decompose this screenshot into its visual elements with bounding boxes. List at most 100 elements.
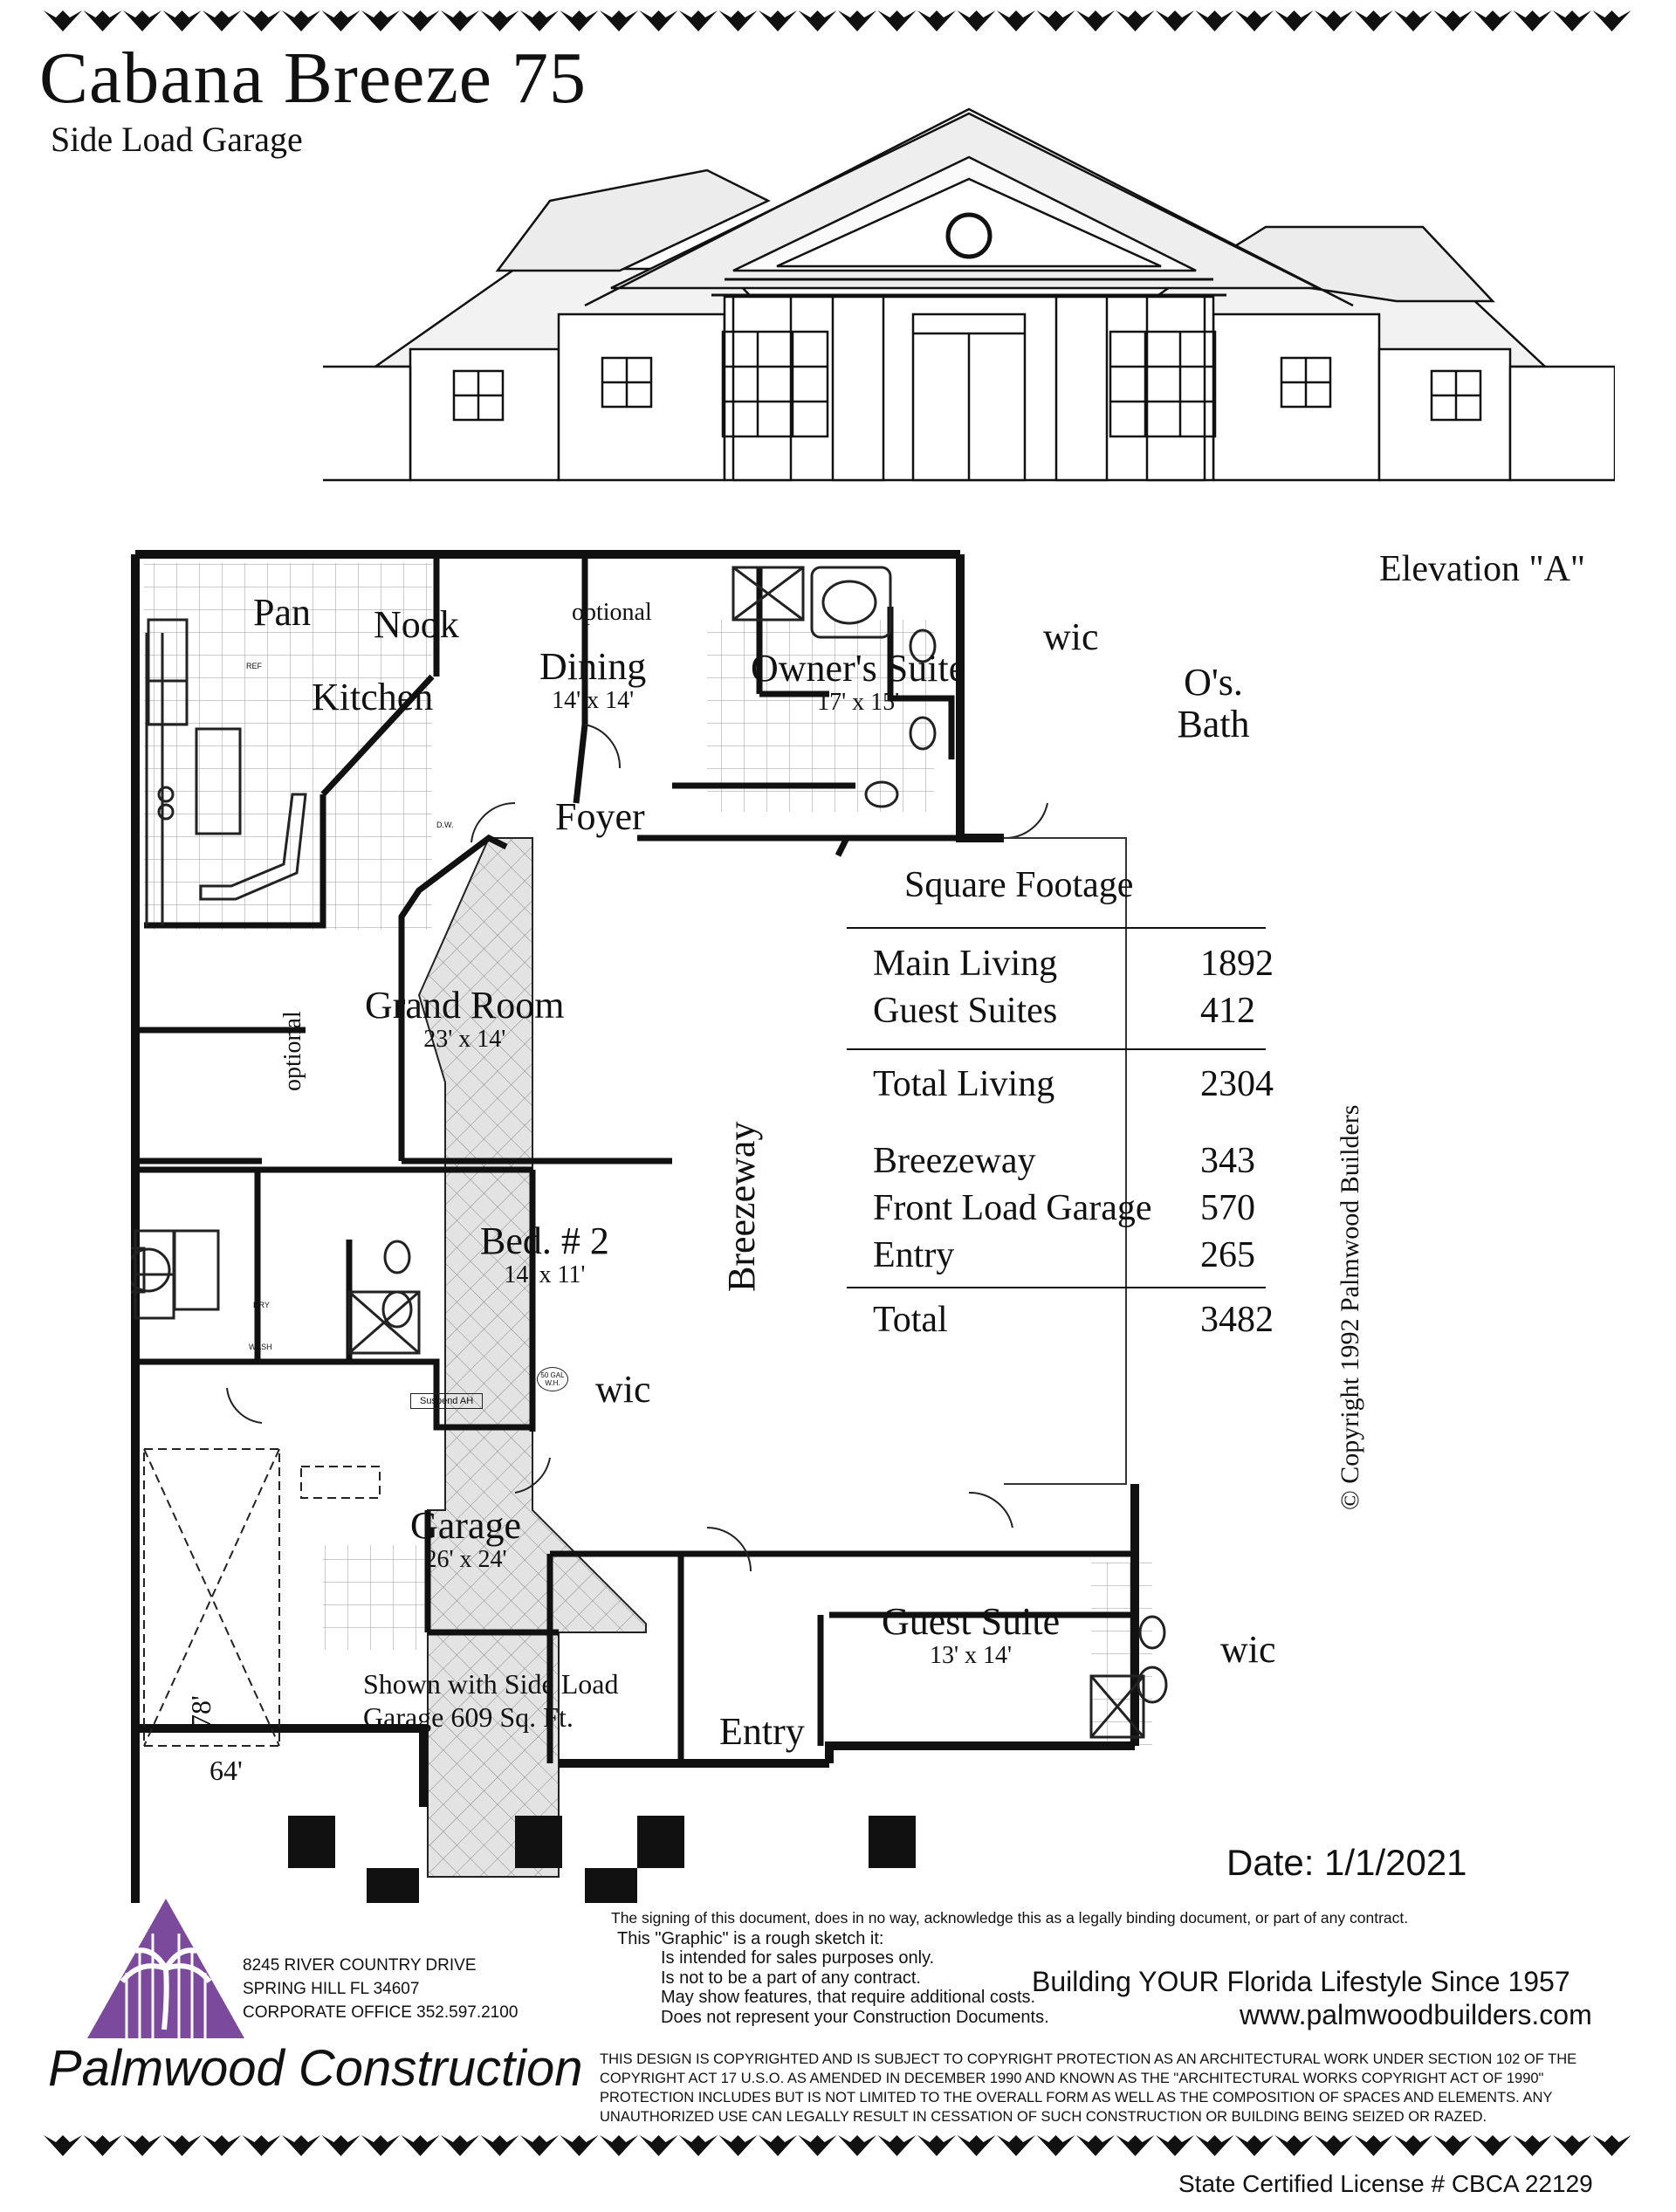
border-triangle [1116, 2135, 1155, 2156]
sketch-disclaimer-intro: This "Graphic" is a rough sketch it: [617, 1929, 884, 1948]
top-border-decoration [44, 10, 1631, 31]
room-dining-dims: 14' x 14' [552, 687, 635, 715]
border-triangle [759, 10, 797, 31]
room-bed2-wic-name: wic [595, 1368, 651, 1411]
room-kitchen-name: Kitchen [312, 676, 434, 718]
border-triangle [83, 2135, 122, 2156]
border-triangle [1076, 2135, 1115, 2156]
copyright-legal-text: THIS DESIGN IS COPYRIGHTED AND IS SUBJEC… [600, 2051, 1577, 2125]
fixture-dry-label: DRY [253, 1301, 270, 1309]
border-triangle [1315, 2135, 1353, 2156]
border-triangle [639, 10, 678, 31]
address-line: CORPORATE OFFICE 352.597.2100 [243, 2003, 519, 2022]
border-triangle [917, 10, 956, 31]
border-triangle [282, 2135, 320, 2156]
garage-note-line-1: Shown with Side Load [363, 1668, 619, 1700]
border-triangle [560, 2135, 599, 2156]
sqft-row: Front Load Garage 570 [873, 1187, 1283, 1229]
border-triangle [44, 2135, 82, 2156]
room-breezeway: Breezeway [720, 1121, 763, 1292]
border-triangle [838, 2135, 876, 2156]
border-triangle [1433, 2135, 1473, 2156]
border-triangle [1235, 10, 1274, 31]
sketch-disclaimer-item: Does not represent your Construction Doc… [661, 2007, 1049, 2027]
width-dimension: 64' [210, 1755, 243, 1786]
garage-note-line-2: Garage 609 Sq. Ft. [363, 1701, 574, 1734]
room-owners-wic: wic [1043, 615, 1099, 658]
border-triangle [401, 2135, 440, 2156]
border-triangle [480, 2135, 519, 2156]
room-guest-suite-dims: 13' x 14' [930, 1642, 1013, 1670]
border-triangle [520, 2135, 559, 2156]
border-triangle [1553, 2135, 1591, 2156]
palmwood-logo-icon [87, 1899, 244, 2038]
border-triangle [759, 2135, 797, 2156]
border-triangle [997, 10, 1035, 31]
border-triangle [1076, 10, 1115, 31]
sqft-row-label: Total Living [873, 1064, 1055, 1104]
sketch-disclaimer-item: May show features, that require addition… [661, 1988, 1036, 2008]
fixture-water-heater-label: 50 GAL W.H. [537, 1367, 568, 1391]
fixture-wash-label: WASH [249, 1343, 272, 1351]
border-triangle [1354, 10, 1393, 31]
border-triangle [441, 10, 479, 31]
border-triangle [718, 2135, 758, 2156]
border-triangle [957, 10, 996, 31]
room-owners-suite-dims: 17' x 15' [817, 689, 900, 717]
address-line: 8245 RIVER COUNTRY DRIVE [243, 1956, 477, 1975]
sqft-row-label: Breezeway [873, 1141, 1036, 1181]
border-triangle [1394, 10, 1432, 31]
sqft-row-value: 265 [1200, 1235, 1255, 1275]
depth-dimension: 78' [185, 1695, 216, 1728]
border-triangle [1592, 2135, 1631, 2156]
border-triangle [123, 10, 161, 31]
company-tagline: Building YOUR Florida Lifestyle Since 19… [1032, 1966, 1570, 1997]
room-foyer-name: Foyer [555, 795, 645, 838]
front-elevation-drawing [323, 107, 1615, 482]
room-nook-name: Nook [374, 603, 459, 646]
border-triangle [798, 2135, 837, 2156]
border-triangle [1553, 10, 1591, 31]
company-address: 8245 RIVER COUNTRY DRIVE SPRING HILL FL … [243, 1954, 518, 2024]
room-garage-name: Garage [410, 1504, 522, 1547]
border-triangle [321, 10, 361, 31]
sqft-row: Breezeway 343 [873, 1140, 1283, 1182]
border-triangle [1235, 2135, 1274, 2156]
border-triangle [1036, 2135, 1075, 2156]
border-triangle [361, 10, 400, 31]
border-triangle [917, 2135, 956, 2156]
sqft-title: Square Footage [904, 865, 1134, 905]
elevation-label: Elevation "A" [1379, 549, 1586, 589]
sqft-row-label: Entry [873, 1235, 955, 1275]
border-triangle [282, 10, 320, 31]
optional-grand-label: optional [279, 1011, 306, 1091]
border-triangle [1195, 2135, 1234, 2156]
room-dining: Dining 14' x 14' [539, 645, 646, 715]
room-breezeway-name: Breezeway [720, 1121, 763, 1292]
sketch-disclaimer: This "Graphic" is a rough sketch it: Is … [617, 1929, 1049, 2027]
border-triangle [480, 10, 519, 31]
sqft-row-label: Front Load Garage [873, 1188, 1152, 1228]
plan-subtitle: Side Load Garage [51, 120, 303, 159]
room-owners-suite: Owner's Suite 17' x 15' [751, 647, 965, 717]
border-triangle [838, 10, 876, 31]
border-triangle [1433, 10, 1473, 31]
sqft-row-value: 343 [1200, 1141, 1255, 1181]
border-triangle [1513, 10, 1552, 31]
sqft-row-value: 570 [1200, 1188, 1255, 1228]
border-triangle [1156, 2135, 1194, 2156]
room-owners-bath-name: O's. Bath [1177, 661, 1250, 746]
sqft-row: Entry 265 [873, 1234, 1283, 1276]
border-triangle [83, 10, 122, 31]
floor-plan-drawing [131, 550, 1168, 1903]
border-triangle [123, 2135, 161, 2156]
room-grand-room-dims: 23' x 14' [423, 1026, 506, 1054]
border-triangle [321, 2135, 361, 2156]
border-triangle [1354, 2135, 1393, 2156]
border-triangle [242, 2135, 281, 2156]
room-owners-wic-name: wic [1043, 615, 1099, 658]
border-triangle [441, 2135, 479, 2156]
